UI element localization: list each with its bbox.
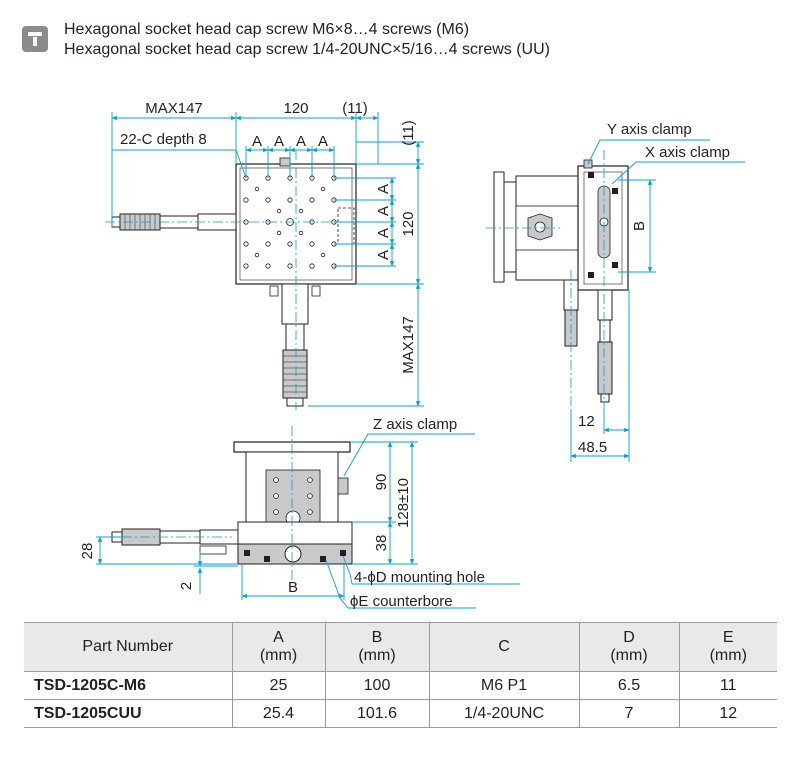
front-view: Z axis clamp 90 38 128±10 28 2 B 4-ϕD mo… <box>79 416 520 610</box>
cell-d: 7 <box>578 699 680 728</box>
cell-b: 101.6 <box>324 699 430 728</box>
pitch-a-label: A <box>375 250 392 260</box>
header-c: C <box>429 622 580 672</box>
pitch-a-label: A <box>252 133 262 150</box>
header-d: D(mm) <box>579 622 680 672</box>
cell-c: M6 P1 <box>428 671 580 700</box>
table-row: TSD-1205C-M6 25 100 M6 P1 6.5 11 <box>24 671 777 700</box>
dim-max147-horizontal: MAX147 <box>145 100 203 117</box>
dim-120-horizontal: 120 <box>283 100 308 117</box>
dim-38: 38 <box>373 535 390 552</box>
note-line-1: Hexagonal socket head cap screw M6×8…4 s… <box>64 21 470 38</box>
info-tab-icon <box>22 26 48 52</box>
dim-2: 2 <box>178 582 195 590</box>
y-axis-clamp-label: Y axis clamp <box>607 121 692 138</box>
dim-11-horizontal: (11) <box>342 100 368 117</box>
dim-128: 128±10 <box>395 478 412 528</box>
cell-e: 12 <box>678 699 777 728</box>
table-header-row: Part Number A(mm) B(mm) C D(mm) E(mm) <box>24 622 777 672</box>
cell-b: 100 <box>324 671 430 700</box>
cell-a: 25.4 <box>231 699 326 728</box>
side-view: Y axis clamp X axis clamp B 12 48.5 <box>486 121 745 462</box>
x-axis-clamp-label: X axis clamp <box>645 144 730 161</box>
dim-max147-vertical: MAX147 <box>400 316 417 374</box>
header-part-number: Part Number <box>24 622 233 672</box>
top-view: MAX147 120 (11) 22-C depth 8 A A A A A A… <box>105 100 424 410</box>
cell-part-number: TSD-1205C-M6 <box>24 671 233 700</box>
pitch-a-label: A <box>318 133 328 150</box>
mounting-hole-label: 4-ϕD mounting hole <box>354 569 485 586</box>
dim-48-5: 48.5 <box>578 439 607 456</box>
pitch-a-label: A <box>274 133 284 150</box>
counterbore-label: ϕE counterbore <box>350 593 453 610</box>
header-b: B(mm) <box>325 622 430 672</box>
dim-12: 12 <box>578 413 595 430</box>
spec-table: Part Number A(mm) B(mm) C D(mm) E(mm) TS… <box>24 622 777 728</box>
table-row: TSD-1205CUU 25.4 101.6 1/4-20UNC 7 12 <box>24 699 777 728</box>
header-a: A(mm) <box>232 622 326 672</box>
dim-b-side: B <box>631 221 648 231</box>
dim-120-vertical: 120 <box>400 211 417 236</box>
pitch-a-label: A <box>375 228 392 238</box>
cell-d: 6.5 <box>578 671 680 700</box>
holes-label: 22-C depth 8 <box>120 131 207 148</box>
note-line-2: Hexagonal socket head cap screw 1/4-20UN… <box>64 41 550 58</box>
cell-part-number: TSD-1205CUU <box>24 699 233 728</box>
dim-90: 90 <box>373 474 390 491</box>
screw-note: Hexagonal socket head cap screw M6×8…4 s… <box>22 20 782 68</box>
cell-c: 1/4-20UNC <box>428 699 580 728</box>
pitch-a-label: A <box>375 206 392 216</box>
technical-drawing: MAX147 120 (11) 22-C depth 8 A A A A A A… <box>79 100 745 610</box>
pitch-a-label: A <box>375 184 392 194</box>
z-axis-clamp-label: Z axis clamp <box>373 416 457 433</box>
cell-a: 25 <box>231 671 326 700</box>
dim-b-front: B <box>288 579 298 596</box>
pitch-a-label: A <box>296 133 306 150</box>
dim-11-vertical: (11) <box>400 120 417 146</box>
dim-28: 28 <box>79 543 96 560</box>
header-e: E(mm) <box>679 622 777 672</box>
cell-e: 11 <box>678 671 777 700</box>
